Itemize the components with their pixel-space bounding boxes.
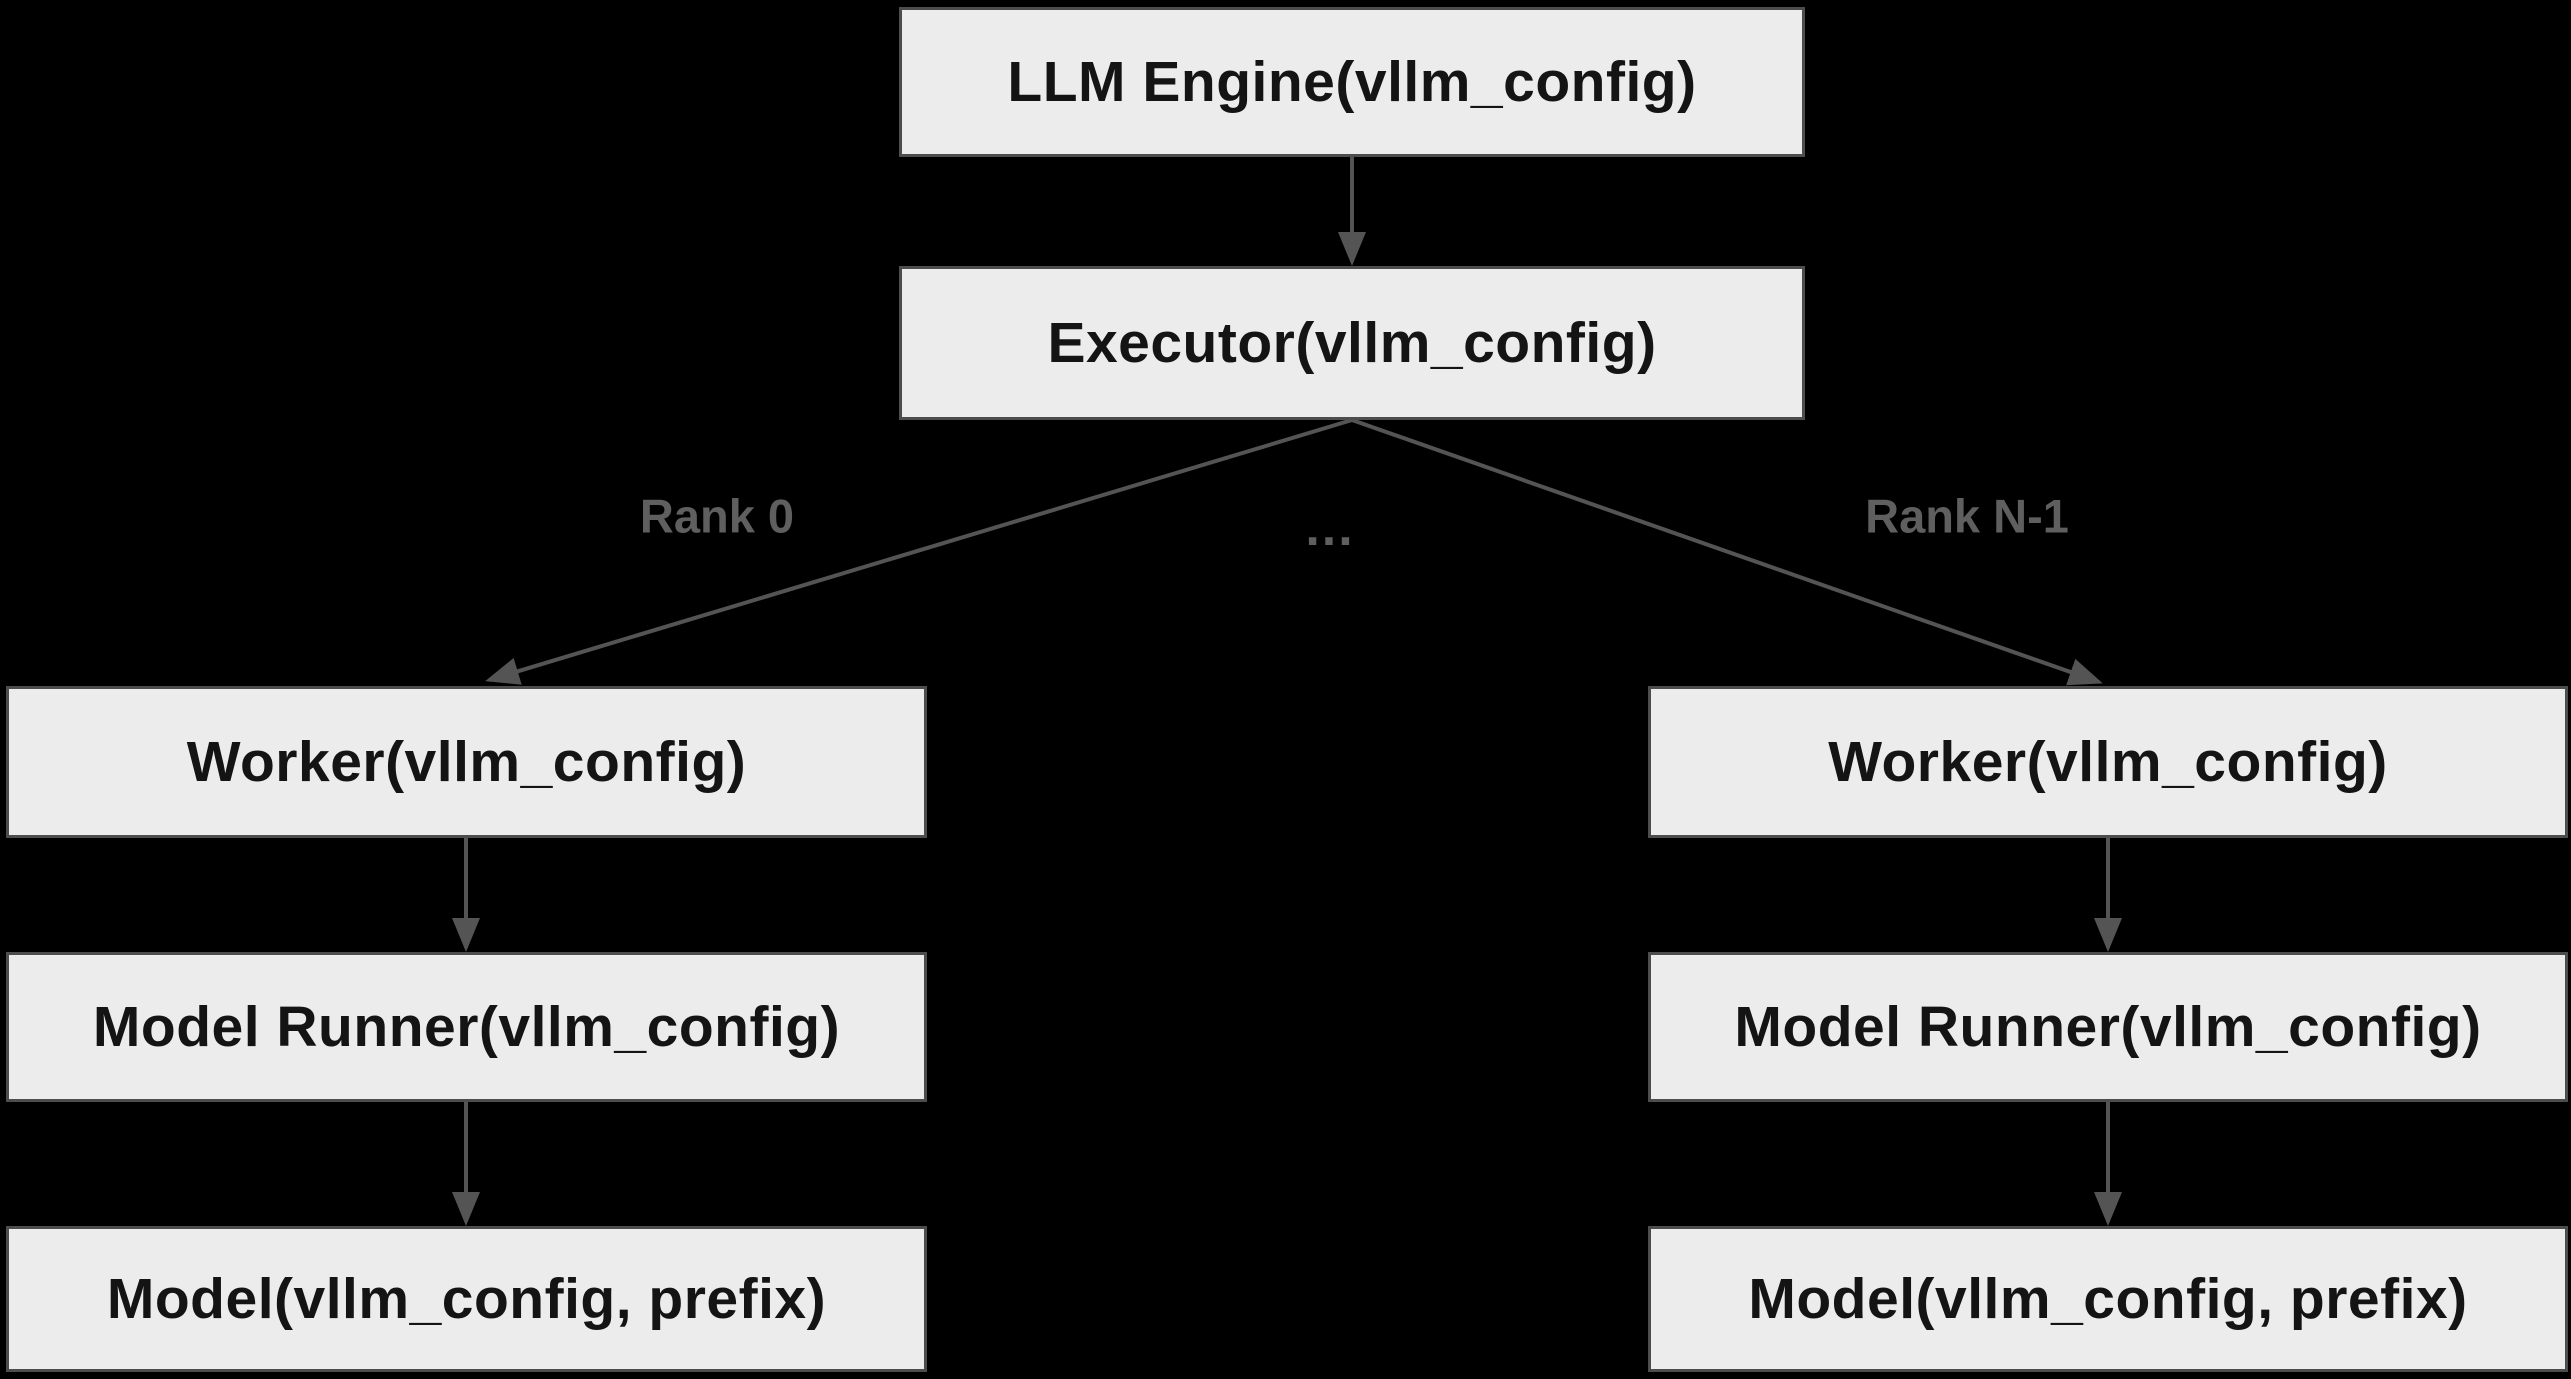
- edge-label-rank-n-1: Rank N-1: [1865, 489, 2069, 543]
- node-worker-right: Worker(vllm_config): [1648, 686, 2568, 838]
- node-llm-engine-label: LLM Engine(vllm_config): [1007, 50, 1697, 114]
- node-executor: Executor(vllm_config): [899, 266, 1805, 420]
- node-model-right-label: Model(vllm_config, prefix): [1748, 1267, 2468, 1331]
- arrow-executor-to-worker-right: [1351, 418, 2103, 686]
- edge-label-ellipsis: ...: [1305, 499, 1355, 557]
- node-worker-left: Worker(vllm_config): [6, 686, 927, 838]
- node-worker-right-label: Worker(vllm_config): [1828, 730, 2388, 794]
- node-model-runner-left: Model Runner(vllm_config): [6, 952, 927, 1102]
- node-model-runner-right-label: Model Runner(vllm_config): [1734, 995, 2482, 1059]
- arrow-executor-to-worker-left: [485, 418, 1353, 685]
- node-model-left-label: Model(vllm_config, prefix): [106, 1267, 827, 1331]
- edge-label-rank-0: Rank 0: [639, 489, 795, 543]
- node-executor-label: Executor(vllm_config): [1047, 311, 1657, 375]
- node-model-runner-left-label: Model Runner(vllm_config): [92, 995, 841, 1059]
- node-model-left: Model(vllm_config, prefix): [6, 1226, 927, 1372]
- node-llm-engine: LLM Engine(vllm_config): [899, 7, 1805, 157]
- node-worker-left-label: Worker(vllm_config): [186, 730, 747, 794]
- node-model-right: Model(vllm_config, prefix): [1648, 1226, 2568, 1372]
- node-model-runner-right: Model Runner(vllm_config): [1648, 952, 2568, 1102]
